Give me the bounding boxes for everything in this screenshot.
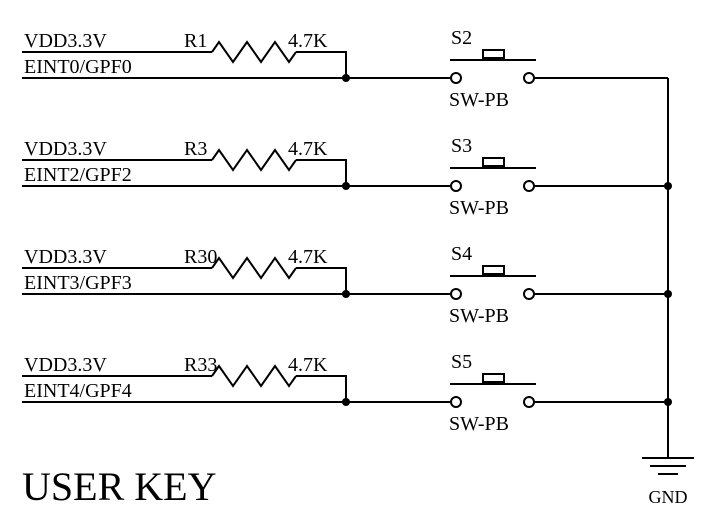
switch-contact-left	[450, 72, 462, 84]
key-channel-3: VDD3.3V R33 4.7K EINT4/GPF4 S5 SW-PB	[22, 351, 672, 435]
switch-button-cap	[482, 373, 505, 383]
supply-label: VDD3.3V	[24, 30, 107, 52]
switch-ref-label: S4	[451, 243, 472, 265]
key-channel-1: VDD3.3V R3 4.7K EINT2/GPF2 S3 SW-PB	[22, 135, 672, 219]
key-channel-0: VDD3.3V R1 4.7K EINT0/GPF0 S2 SW-PB	[22, 27, 668, 111]
junction-dot	[342, 182, 350, 190]
switch-contact-right	[523, 288, 535, 300]
resistor-ref-label: R30	[184, 246, 217, 268]
resistance-label: 4.7K	[288, 246, 328, 268]
resistor-symbol	[211, 364, 297, 388]
signal-label: EINT3/GPF3	[24, 272, 132, 294]
signal-label: EINT0/GPF0	[24, 56, 132, 78]
pullup-wire	[296, 375, 347, 402]
switch-button-cap	[482, 265, 505, 275]
signal-label: EINT2/GPF2	[24, 164, 132, 186]
switch-type-label: SW-PB	[449, 305, 509, 327]
switch-type-label: SW-PB	[449, 89, 509, 111]
resistance-label: 4.7K	[288, 30, 328, 52]
junction-dot	[342, 74, 350, 82]
resistance-label: 4.7K	[288, 354, 328, 376]
resistor-symbol	[211, 40, 297, 64]
switch-contact-right	[523, 180, 535, 192]
switch-type-label: SW-PB	[449, 413, 509, 435]
switch-ref-label: S2	[451, 27, 472, 49]
supply-label: VDD3.3V	[24, 138, 107, 160]
switch-button-cap	[482, 157, 505, 167]
pullup-wire	[296, 159, 347, 186]
supply-label: VDD3.3V	[24, 354, 107, 376]
resistor-ref-label: R3	[184, 138, 207, 160]
key-channel-2: VDD3.3V R30 4.7K EINT3/GPF3 S4 SW-PB	[22, 243, 672, 327]
pullup-wire	[296, 267, 347, 294]
switch-button-cap	[482, 49, 505, 59]
switch-contact-left	[450, 180, 462, 192]
switch-ref-label: S5	[451, 351, 472, 373]
switch-contact-left	[450, 288, 462, 300]
resistor-ref-label: R33	[184, 354, 217, 376]
pullup-wire	[296, 51, 347, 78]
switch-ref-label: S3	[451, 135, 472, 157]
ground-icon	[642, 457, 694, 475]
ground-label: GND	[649, 487, 688, 507]
signal-label: EINT4/GPF4	[24, 380, 132, 402]
switch-contact-right	[523, 72, 535, 84]
resistor-symbol	[211, 256, 297, 280]
junction-dot	[342, 290, 350, 298]
diagram-title: USER KEY	[22, 464, 216, 509]
switch-type-label: SW-PB	[449, 197, 509, 219]
switch-contact-left	[450, 396, 462, 408]
resistor-symbol	[211, 148, 297, 172]
switch-contact-right	[523, 396, 535, 408]
resistance-label: 4.7K	[288, 138, 328, 160]
resistor-ref-label: R1	[184, 30, 207, 52]
supply-label: VDD3.3V	[24, 246, 107, 268]
junction-dot	[342, 398, 350, 406]
